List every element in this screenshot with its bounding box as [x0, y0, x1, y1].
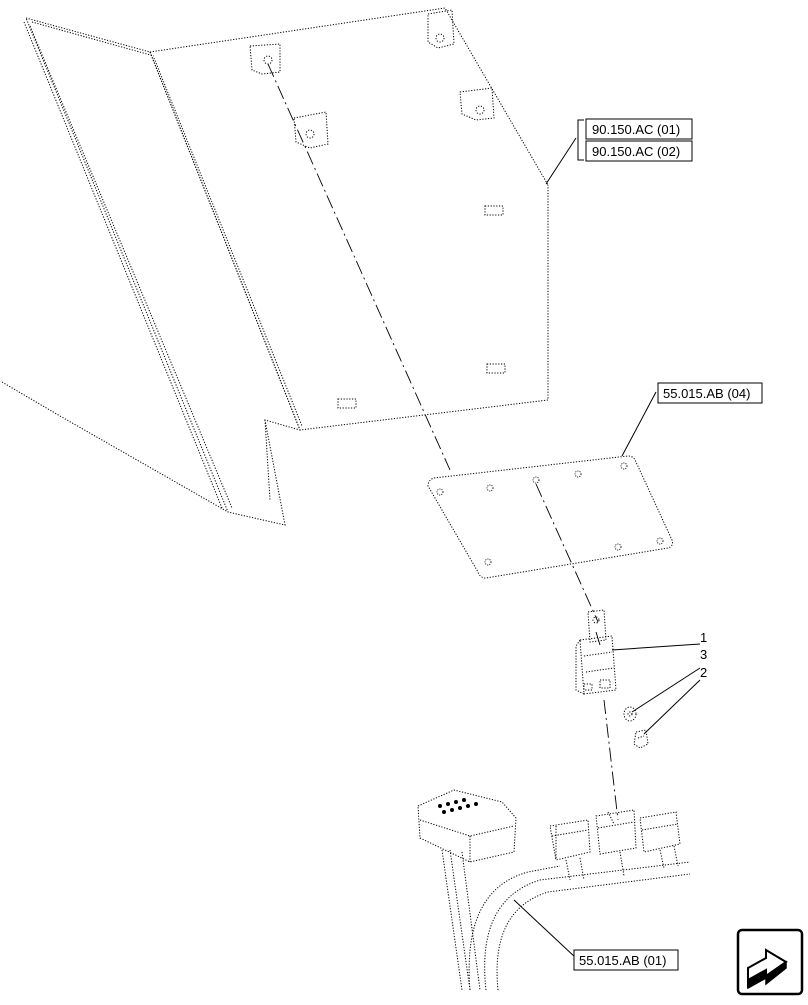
- callout-text[interactable]: 90.150.AC (01): [592, 122, 680, 137]
- harness-main-cable: [484, 861, 691, 991]
- panel-bracket: [293, 111, 329, 149]
- centerline: [535, 483, 599, 623]
- relay-socket: [595, 809, 637, 877]
- mounting-plate-outline: [427, 455, 673, 579]
- panel-slot: [337, 398, 357, 409]
- screw-item-2: [633, 729, 649, 749]
- leader-55-015-ab-01: [513, 899, 577, 959]
- leader-55-015-ab-04: [621, 391, 657, 457]
- panel-lower-edge: [1, 381, 229, 513]
- panel-bracket: [427, 9, 455, 49]
- relay-socket: [639, 811, 681, 869]
- plate-hole: [436, 488, 444, 496]
- centerline: [267, 63, 451, 471]
- plate-hole: [484, 558, 492, 566]
- centerline: [595, 631, 601, 646]
- leader-90-150-ac: [545, 137, 577, 185]
- plate-hole: [532, 476, 540, 484]
- assembly-centerlines: [267, 63, 619, 821]
- callout-text[interactable]: 55.015.AB (04): [663, 386, 750, 401]
- mounting-plate: [427, 455, 673, 579]
- plate-hole: [656, 537, 664, 545]
- plate-hole: [620, 462, 628, 470]
- panel-slot: [484, 205, 504, 216]
- plate-hole: [574, 470, 582, 478]
- callout-text[interactable]: 55.015.AB (01): [579, 953, 666, 968]
- callout-90-150-ac-01[interactable]: 90.150.AC (01): [577, 118, 693, 161]
- panel-bracket: [249, 43, 281, 75]
- panel-top-edge: [149, 7, 549, 186]
- panel-slot: [486, 363, 506, 374]
- plate-hole: [614, 543, 622, 551]
- callout-55-015-ab-04[interactable]: 55.015.AB (04): [657, 382, 763, 404]
- leader-item-1: [611, 643, 701, 651]
- item-number-2: 2: [700, 665, 707, 680]
- callout-55-015-ab-01[interactable]: 55.015.AB (01): [573, 949, 679, 971]
- panel-assembly: [1, 7, 549, 526]
- leader-item-3: [631, 667, 701, 713]
- washer-item-3: [623, 706, 637, 722]
- relay-item-1: [575, 609, 617, 695]
- next-page-arrow-icon[interactable]: [736, 928, 804, 996]
- relay-body-front: [579, 635, 617, 695]
- callout-text[interactable]: 90.150.AC (02): [592, 144, 680, 159]
- plate-hole: [486, 484, 494, 492]
- wiring-harness: [417, 789, 691, 991]
- panel-front-face: [149, 51, 549, 431]
- leader-lines: [513, 137, 701, 959]
- panel-side-face: [25, 17, 301, 526]
- centerline: [603, 699, 619, 821]
- harness-connector-block: [417, 789, 517, 863]
- item-number-1: 1: [700, 630, 707, 645]
- leader-item-2: [643, 679, 701, 735]
- relay-socket: [549, 819, 591, 881]
- panel-bracket: [459, 87, 495, 121]
- item-number-3: 3: [700, 647, 707, 662]
- callout-90-150-ac-02[interactable]: 90.150.AC (02): [585, 140, 693, 162]
- connector-pins: [438, 798, 478, 814]
